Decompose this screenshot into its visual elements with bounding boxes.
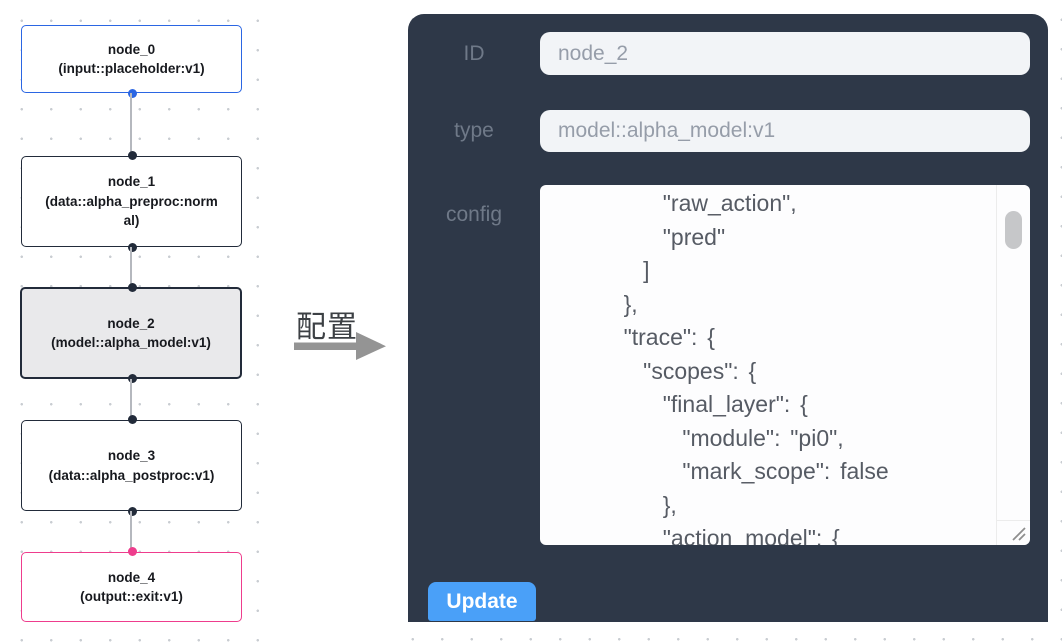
config-textarea[interactable]: "raw_action", "pred" ] }, "trace": { "sc…	[540, 185, 1030, 545]
edge-connector	[130, 93, 132, 156]
node-title: node_3	[107, 448, 156, 463]
node-title: node_1	[107, 174, 156, 190]
node-type: (model::alpha_model:v1)	[51, 335, 211, 350]
node-output-port[interactable]	[127, 243, 137, 252]
edge-connector	[130, 379, 132, 420]
node-node_3[interactable]: node_3 (data::alpha_postproc:v1)	[21, 415, 242, 516]
arrow-right-icon	[294, 332, 386, 360]
node-output-port[interactable]	[127, 89, 137, 98]
node-type: (data::alpha_postproc:v1)	[48, 467, 215, 483]
node-output-port[interactable]	[127, 374, 137, 383]
node-input-port[interactable]	[127, 151, 137, 160]
node-input-port[interactable]	[127, 415, 137, 424]
node-node_4[interactable]: node_4 (output::exit:v1)	[21, 547, 242, 622]
annotation-label: 配置	[296, 311, 358, 344]
id-input[interactable]	[540, 32, 1030, 75]
node-config-panel: ID type config "raw_action", "pred" ] },…	[408, 14, 1048, 622]
resize-handle-icon[interactable]	[1006, 521, 1028, 543]
flow-canvas: node_0 (input::placeholder:v1) node_1 (d…	[0, 0, 282, 643]
node-title: node_2	[107, 315, 155, 331]
node-node_1[interactable]: node_1 (data::alpha_preproc:normal)	[21, 151, 242, 252]
update-button[interactable]: Update	[428, 582, 536, 621]
node-node_2[interactable]: node_2 (model::alpha_model:v1)	[20, 283, 242, 383]
edge-connector	[130, 247, 132, 288]
textarea-scrollbar[interactable]	[996, 185, 1030, 545]
config-json-text: "raw_action", "pred" ] }, "trace": { "sc…	[623, 190, 889, 545]
type-label: type	[454, 119, 494, 142]
node-input-port[interactable]	[127, 283, 137, 292]
config-label: config	[445, 203, 503, 226]
type-input[interactable]	[540, 110, 1030, 152]
node-type: (output::exit:v1)	[80, 589, 183, 604]
scrollbar-thumb[interactable]	[1005, 211, 1022, 249]
node-type: (data::alpha_preproc:normal)	[45, 193, 218, 229]
edge-connector	[130, 511, 132, 552]
node-title: node_4	[107, 569, 156, 585]
node-node_0[interactable]: node_0 (input::placeholder:v1)	[21, 25, 242, 98]
node-type: (input::placeholder:v1)	[58, 61, 205, 76]
node-title: node_0	[107, 41, 156, 57]
id-label: ID	[463, 42, 485, 65]
node-input-port[interactable]	[127, 547, 137, 556]
node-output-port[interactable]	[127, 507, 137, 516]
